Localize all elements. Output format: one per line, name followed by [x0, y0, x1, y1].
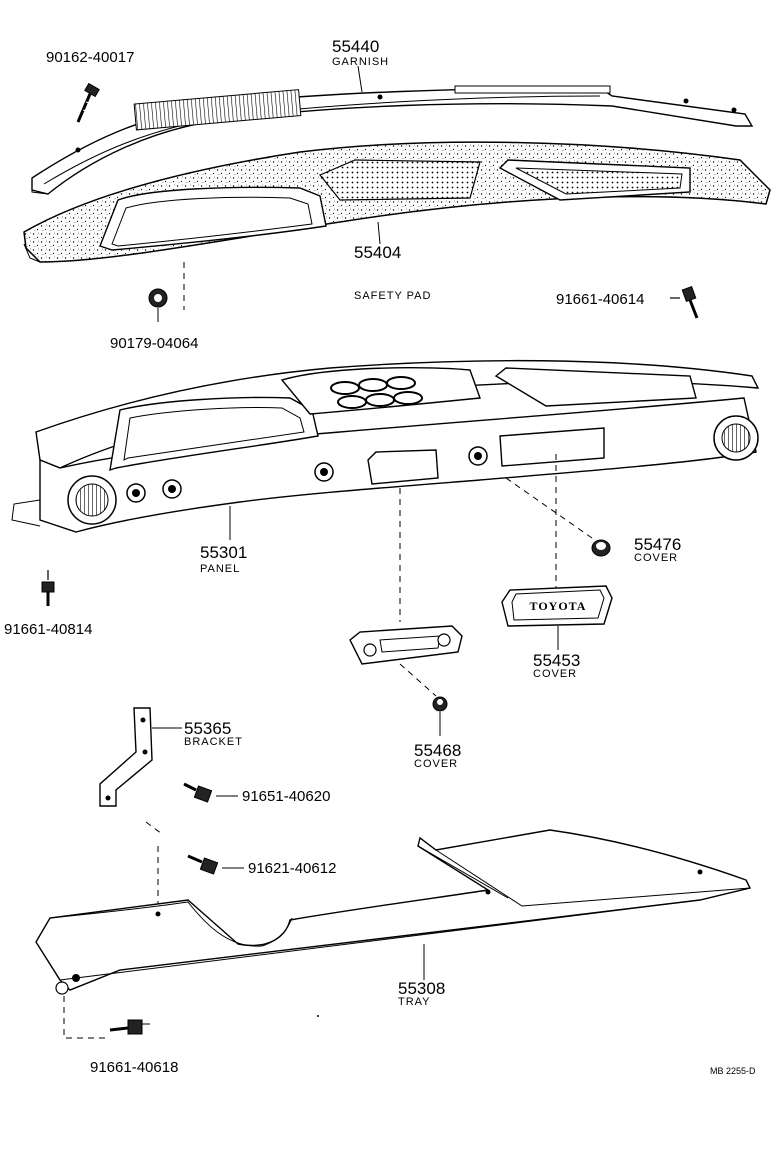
cover-55468-part[interactable]	[349, 625, 463, 665]
tray-part[interactable]	[35, 829, 752, 995]
label-safety-pad-number: 55404	[354, 243, 401, 262]
leader-garnish	[357, 65, 363, 93]
diagram-code: MB 2255-D	[710, 1066, 756, 1076]
label-tray-number: 55308	[398, 979, 445, 998]
leader-tray-bracket	[145, 821, 163, 835]
screw-icon[interactable]	[76, 82, 100, 123]
label-cover-55476-number: 55476	[634, 535, 681, 554]
label-screw-top: 90162-40017	[46, 49, 134, 66]
label-bolt-bracket: 91651-40620	[242, 788, 330, 805]
vent-icon	[67, 475, 117, 525]
label-cover-55476-name: COVER	[634, 552, 678, 564]
label-bracket-name: BRACKET	[184, 736, 243, 748]
panel-part[interactable]	[11, 359, 760, 533]
clip-icon[interactable]	[432, 696, 448, 736]
clip-icon[interactable]	[148, 288, 168, 322]
label-bolt-right: 91661-40614	[556, 291, 644, 308]
safety-pad-part[interactable]	[23, 141, 771, 263]
label-safety-pad-name: SAFETY PAD	[354, 290, 431, 302]
leader-cover-55468-clip	[399, 663, 437, 697]
bracket-part[interactable]	[99, 707, 153, 807]
label-panel-number: 55301	[200, 543, 247, 562]
label-bolt-tray: 91621-40612	[248, 860, 336, 877]
label-cover-55468-number: 55468	[414, 741, 461, 760]
bolt-icon[interactable]	[670, 286, 699, 319]
label-tray-name: TRAY	[398, 996, 431, 1008]
bolt-icon[interactable]	[183, 782, 238, 803]
vent-icon	[713, 415, 759, 461]
leader-safety-pad	[377, 221, 381, 245]
label-garnish-number: 55440	[332, 37, 379, 56]
bolt-icon[interactable]	[187, 854, 244, 875]
label-garnish-name: GARNISH	[332, 56, 389, 68]
leader-tray-bolt	[63, 996, 108, 1039]
label-clip-pad: 90179-04064	[110, 335, 198, 352]
label-panel-name: PANEL	[200, 563, 240, 575]
cover-55476-part[interactable]	[591, 539, 611, 557]
garnish-part[interactable]	[31, 85, 754, 195]
cover-55453-part[interactable]: TOYOTA	[501, 585, 613, 627]
badge-label: TOYOTA	[530, 599, 587, 613]
label-cover-55468-name: COVER	[414, 758, 458, 770]
leader-cover-55476	[505, 477, 593, 539]
label-bracket-number: 55365	[184, 719, 231, 738]
label-cover-55453-name: COVER	[533, 668, 577, 680]
bolt-icon[interactable]	[109, 1019, 150, 1035]
bolt-icon[interactable]	[41, 570, 55, 606]
label-bolt-bottom: 91661-40618	[90, 1059, 178, 1076]
label-cover-55453-number: 55453	[533, 651, 580, 670]
label-bolt-left: 91661-40814	[4, 621, 92, 638]
